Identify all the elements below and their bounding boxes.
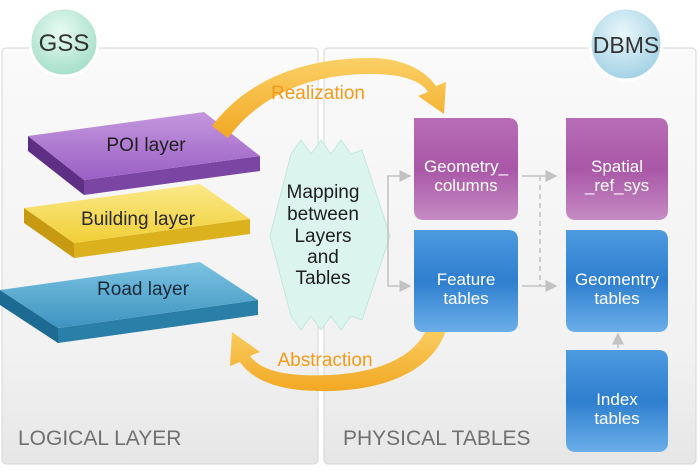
building-layer-label: Building layer [81,209,196,230]
gss-badge: GSS [28,6,100,78]
dbms-badge: DBMS [588,6,664,82]
building-layer-slab: Building layer [24,184,250,258]
geometry-columns-box: Geometry_ columns [414,118,518,220]
geometry-columns-line-1: Geometry_ [424,157,509,176]
mapping-shape: Mapping between Layers and Tables [269,139,391,331]
physical-tables-caption: PHYSICAL TABLES [343,427,531,450]
spatial-ref-sys-line-2: _ref_sys [584,176,649,195]
geometry-tables-line-2: tables [594,289,639,308]
mapping-line-5: Tables [296,268,351,289]
mapping-line-3: Layers [294,226,351,247]
connectors [387,170,624,348]
mapping-line-2: between [287,204,359,225]
index-tables-box: Index tables [566,350,668,452]
spatial-ref-sys-box: Spatial _ref_sys [566,118,668,220]
poi-layer-slab: POI layer [28,112,260,195]
geometry-tables-line-1: Geomentry [575,270,660,289]
geometry-tables-box: Geomentry tables [566,230,668,332]
index-tables-line-1: Index [596,390,638,409]
abstraction-arrow: Abstraction [230,325,446,392]
dbms-badge-label: DBMS [593,32,659,58]
road-layer-label: Road layer [97,279,190,300]
index-tables-line-2: tables [594,409,639,428]
mapping-line-4: and [307,247,339,268]
feature-tables-line-1: Feature [437,270,496,289]
logical-layer-panel [1,47,319,465]
spatial-ref-sys-line-1: Spatial [591,157,643,176]
road-layer-slab: Road layer [0,262,258,343]
feature-tables-box: Feature tables [414,230,518,332]
feature-tables-line-2: tables [443,289,488,308]
mapping-line-1: Mapping [287,182,360,203]
connector-to-feature-tables [387,176,412,292]
realization-arrow: Realization [212,58,446,138]
logical-layer-caption: LOGICAL LAYER [18,427,181,450]
abstraction-label: Abstraction [277,350,372,371]
poi-layer-label: POI layer [106,135,186,156]
realization-label: Realization [271,83,365,104]
gss-badge-label: GSS [39,30,90,57]
geometry-columns-line-2: columns [434,176,497,195]
